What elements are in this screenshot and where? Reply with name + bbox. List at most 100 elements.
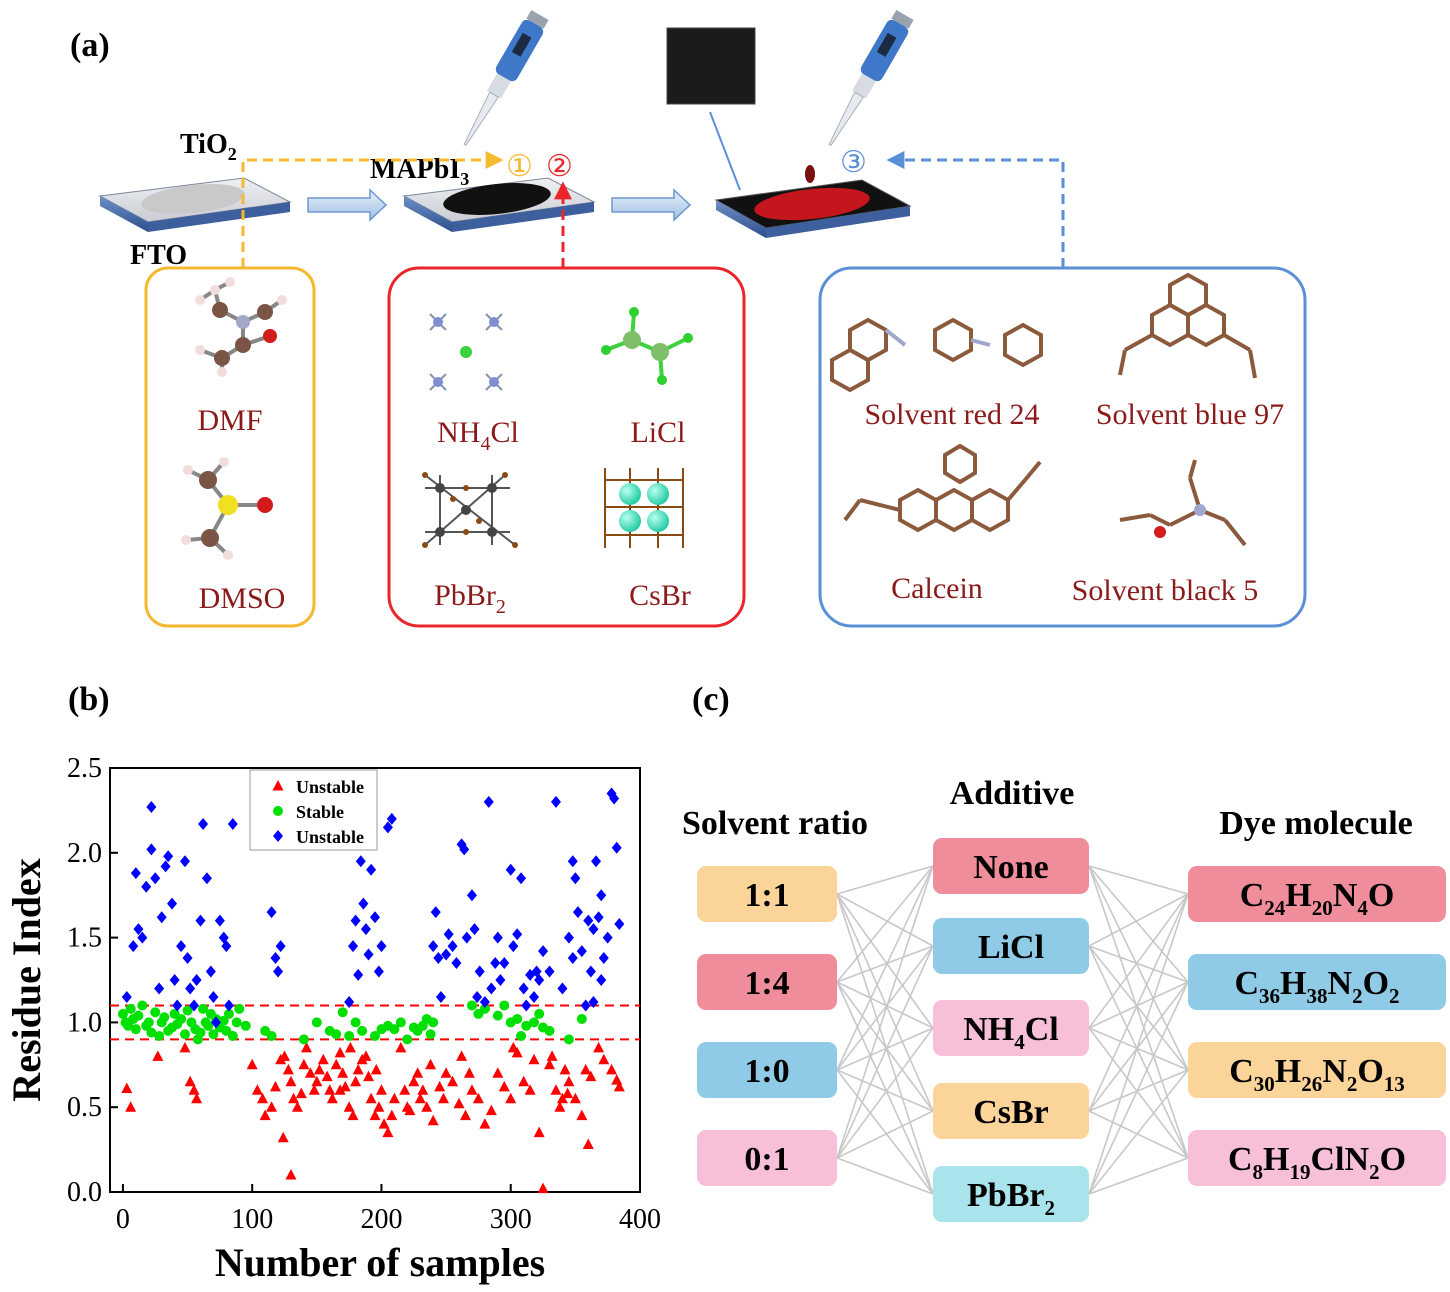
data-point bbox=[188, 1084, 200, 1095]
data-point bbox=[528, 1053, 540, 1065]
legend-entry: Unstable bbox=[296, 827, 364, 847]
connection-line bbox=[1088, 981, 1189, 1195]
data-point bbox=[370, 1030, 380, 1041]
legend-marker bbox=[272, 780, 284, 791]
data-point bbox=[544, 1025, 555, 1036]
dye-molecule-node-label: C24H20N4O bbox=[1240, 877, 1395, 920]
dye-box: Solvent red 24 Solvent blue 97 bbox=[818, 266, 1307, 628]
data-point bbox=[537, 1182, 549, 1194]
data-point bbox=[428, 940, 439, 953]
fto-label: FTO bbox=[130, 240, 187, 271]
legend-entry: Stable bbox=[296, 802, 344, 822]
data-point bbox=[150, 1007, 161, 1018]
data-point bbox=[521, 1020, 532, 1031]
data-point bbox=[534, 974, 545, 986]
data-point bbox=[588, 996, 599, 1009]
connection-line bbox=[1088, 865, 1189, 1159]
data-point bbox=[596, 889, 607, 902]
data-point bbox=[208, 1029, 219, 1040]
data-point bbox=[386, 1109, 398, 1121]
dye-drop bbox=[805, 165, 815, 183]
data-point bbox=[495, 974, 506, 986]
data-point bbox=[304, 1067, 316, 1078]
data-point bbox=[326, 1092, 338, 1104]
data-point bbox=[479, 1003, 490, 1014]
data-point bbox=[370, 911, 380, 924]
data-point bbox=[218, 1015, 229, 1026]
header-solvent-ratio: Solvent ratio bbox=[682, 805, 868, 842]
solvent-ratio-node-bg bbox=[697, 1130, 837, 1186]
connection-line bbox=[836, 1069, 934, 1195]
data-point bbox=[591, 855, 602, 868]
connection-lines bbox=[836, 865, 1189, 1195]
data-point bbox=[270, 951, 281, 964]
y-tick-label: 1.5 bbox=[67, 923, 102, 954]
connection-line bbox=[1088, 893, 1189, 947]
dye-molecule-node-bg bbox=[1188, 1042, 1446, 1098]
data-point bbox=[176, 1014, 187, 1025]
data-point bbox=[234, 1003, 245, 1014]
pbbr2-structure-icon bbox=[422, 472, 518, 548]
panel-c: (c) Solvent ratio Additive Dye molecule … bbox=[682, 681, 1446, 1222]
substrate-dyed bbox=[714, 179, 912, 238]
data-point bbox=[507, 1041, 519, 1053]
data-point bbox=[257, 1092, 269, 1104]
data-point bbox=[466, 1000, 477, 1011]
data-point bbox=[593, 1041, 605, 1053]
data-point bbox=[606, 1063, 618, 1075]
connection-line bbox=[1088, 1027, 1189, 1071]
data-point bbox=[334, 1046, 346, 1058]
solvent-ratio-node-label: 1:4 bbox=[744, 965, 789, 1002]
y-tick-label: 1.0 bbox=[67, 1007, 102, 1038]
data-point bbox=[614, 918, 625, 931]
data-point bbox=[544, 965, 555, 978]
pipette-2-icon bbox=[828, 10, 914, 147]
series-0 bbox=[121, 1041, 625, 1194]
data-point bbox=[344, 1030, 355, 1041]
data-point bbox=[163, 850, 174, 863]
data-point bbox=[516, 1030, 527, 1041]
connection-line bbox=[1088, 865, 1189, 1071]
data-point bbox=[518, 1075, 530, 1087]
additive-node-bg bbox=[933, 1083, 1089, 1139]
data-point bbox=[498, 1080, 510, 1092]
connection-line bbox=[836, 981, 934, 1029]
data-point bbox=[399, 1084, 411, 1095]
data-point bbox=[179, 1029, 190, 1040]
data-point bbox=[466, 889, 477, 902]
additive-node-bg bbox=[933, 918, 1089, 974]
data-point bbox=[576, 945, 587, 958]
connection-line bbox=[836, 1110, 934, 1159]
data-point bbox=[221, 940, 232, 953]
data-point bbox=[179, 855, 190, 868]
data-point bbox=[382, 1126, 394, 1138]
data-point bbox=[343, 1101, 355, 1112]
data-point bbox=[208, 990, 219, 1003]
data-point bbox=[505, 863, 516, 876]
data-point bbox=[395, 1017, 406, 1028]
additive-node: PbBr2 bbox=[933, 1166, 1089, 1222]
solvent-blue-97-molecule-icon bbox=[1118, 272, 1257, 379]
data-point bbox=[266, 1030, 277, 1041]
data-point bbox=[300, 1041, 312, 1053]
data-point bbox=[198, 1003, 209, 1014]
film-photo bbox=[666, 27, 756, 105]
data-point bbox=[275, 940, 286, 953]
solvent-dmf-label: DMF bbox=[197, 404, 262, 437]
data-point bbox=[130, 867, 141, 880]
data-point bbox=[438, 1092, 450, 1104]
data-point bbox=[576, 1109, 588, 1121]
data-point bbox=[611, 841, 622, 854]
data-point bbox=[472, 990, 483, 1003]
panel-c-label: (c) bbox=[692, 681, 730, 718]
data-point bbox=[339, 1080, 351, 1092]
data-point bbox=[389, 1024, 400, 1035]
data-point bbox=[277, 1131, 289, 1143]
data-point bbox=[317, 1053, 329, 1065]
nh4cl-structure-icon bbox=[429, 313, 503, 391]
y-tick-label: 0.5 bbox=[67, 1092, 102, 1123]
data-point bbox=[350, 1075, 362, 1087]
connection-line bbox=[1088, 893, 1189, 1029]
licl-structure-icon bbox=[605, 311, 689, 381]
data-point bbox=[472, 1092, 484, 1104]
